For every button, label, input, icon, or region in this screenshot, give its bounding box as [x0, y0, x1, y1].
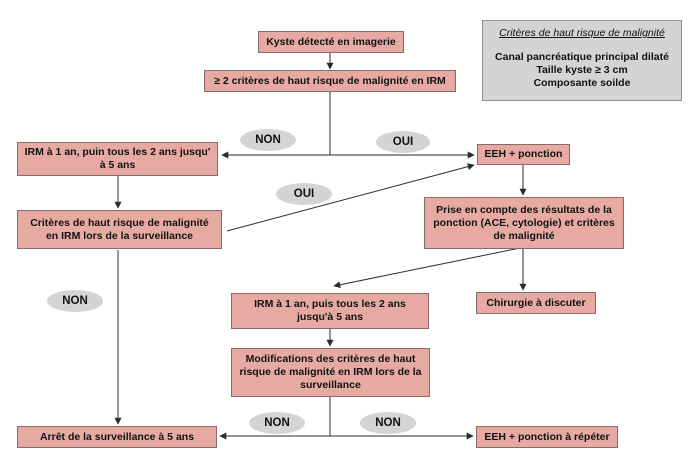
node-eeh-ponction: EEH + ponction — [477, 144, 570, 165]
node-chirurgie: Chirurgie à discuter — [476, 292, 596, 314]
node-criteres-irm: ≥ 2 critères de haut risque de malignité… — [204, 70, 456, 92]
node-eeh-repeter: EEH + ponction à répéter — [476, 426, 618, 448]
node-prise-en-compte: Prise en compte des résultats de la ponc… — [424, 197, 624, 249]
edge-label-non: NON — [47, 290, 103, 312]
edge-label-non: NON — [240, 129, 296, 151]
node-criteres-surveillance: Critères de haut risque de malignité en … — [17, 210, 222, 249]
node-arret-surveillance: Arrêt de la surveillance à 5 ans — [17, 426, 217, 448]
edge-label-oui: OUI — [376, 131, 430, 153]
legend-box: Critères de haut risque de malignité Can… — [482, 20, 682, 101]
edge-label-oui: OUI — [276, 183, 332, 205]
legend-title: Critères de haut risque de malignité — [499, 27, 665, 39]
edge-prise-to-irm2 — [333, 247, 521, 289]
edge-label-non: NON — [360, 412, 416, 434]
node-kyste-detecte: Kyste détecté en imagerie — [258, 31, 404, 53]
legend-item: Canal pancréatique principal dilaté — [495, 51, 669, 63]
legend-item: Taille kyste ≥ 3 cm — [536, 64, 628, 76]
legend-item: Composante soilde — [533, 77, 631, 89]
node-modifications: Modifications des critères de haut risqu… — [231, 348, 430, 397]
node-irm-surveillance-2: IRM à 1 an, puis tous les 2 ans jusqu'à … — [231, 293, 429, 329]
node-irm-surveillance-1: IRM à 1 an, puin tous les 2 ans jusqu' à… — [17, 142, 218, 176]
edge-criteres-surv-to-eeh — [226, 163, 475, 232]
edge-label-non: NON — [249, 412, 305, 434]
